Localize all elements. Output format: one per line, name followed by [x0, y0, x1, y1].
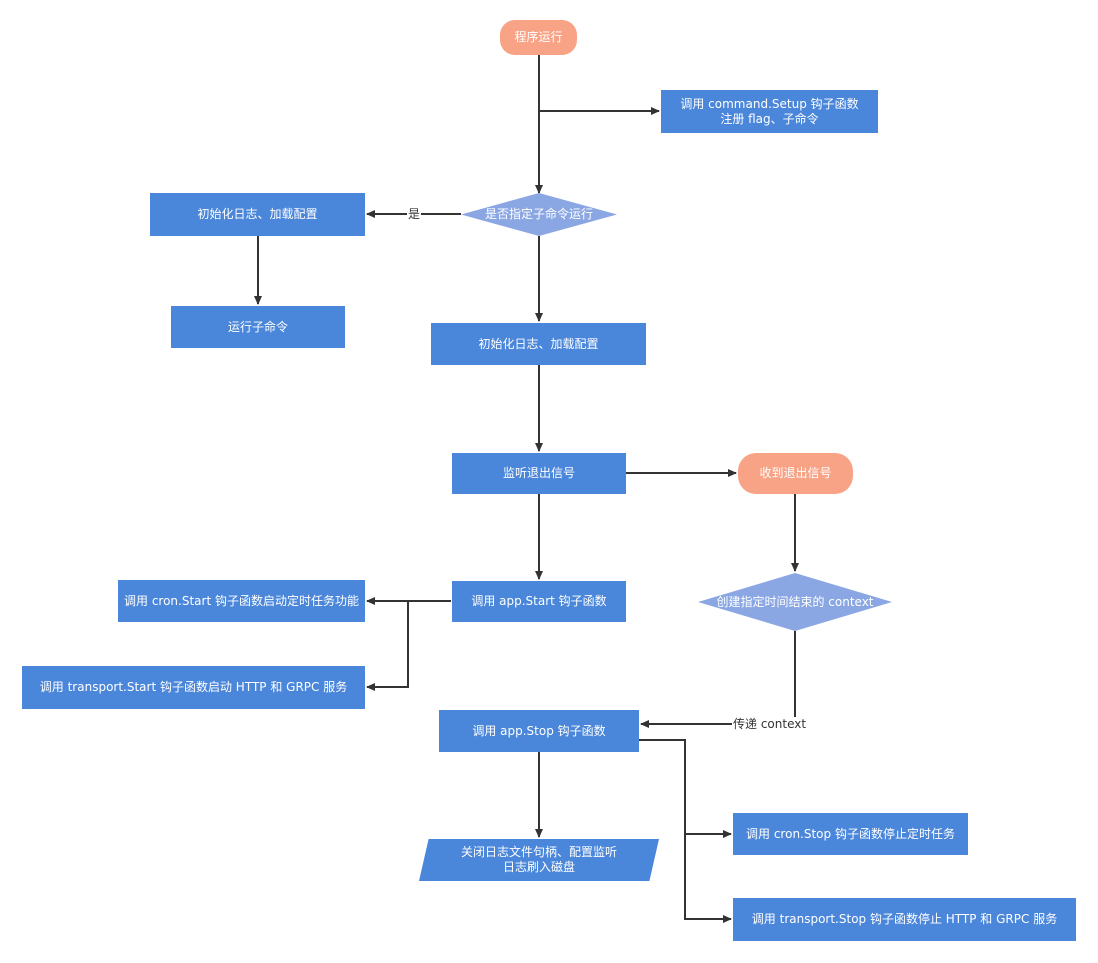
close-label-line1: 关闭日志文件句柄、配置监听 — [460, 845, 617, 859]
cron-stop-label: 调用 cron.Stop 钩子函数停止定时任务 — [746, 826, 955, 841]
run-sub-label: 运行子命令 — [227, 319, 288, 334]
pass-context-label: 传递 context — [732, 717, 808, 731]
timeout-context-label: 创建指定时间结束的 context — [716, 594, 874, 609]
edge-app-start-to-transport-start — [366, 601, 409, 691]
start-label: 程序运行 — [514, 30, 563, 44]
setup-label-line2: 注册 flag、子命令 — [720, 111, 819, 126]
decision-label: 是否指定子命令运行 — [484, 207, 593, 221]
app-stop-label: 调用 app.Stop 钩子函数 — [472, 723, 606, 738]
edge-timeout-to-app-stop — [640, 631, 796, 728]
setup-node: 调用 command.Setup 钩子函数 注册 flag、子命令 — [661, 90, 878, 133]
setup-label-line1: 调用 command.Setup 钩子函数 — [680, 96, 859, 111]
transport-start-node: 调用 transport.Start 钩子函数启动 HTTP 和 GRPC 服务 — [22, 666, 365, 709]
close-log-node: 关闭日志文件句柄、配置监听 日志刷入磁盘 — [419, 839, 659, 881]
received-label: 收到退出信号 — [759, 466, 832, 480]
received-signal-node: 收到退出信号 — [738, 453, 853, 494]
init-main-node: 初始化日志、加载配置 — [431, 323, 646, 365]
app-stop-node: 调用 app.Stop 钩子函数 — [439, 710, 639, 752]
run-subcommand-node: 运行子命令 — [171, 306, 345, 348]
app-start-label: 调用 app.Start 钩子函数 — [471, 594, 607, 608]
cron-stop-node: 调用 cron.Stop 钩子函数停止定时任务 — [733, 813, 968, 855]
init-sub-label: 初始化日志、加载配置 — [197, 207, 318, 221]
start-node: 程序运行 — [500, 20, 577, 55]
init-sub-node: 初始化日志、加载配置 — [150, 193, 365, 236]
cron-start-node: 调用 cron.Start 钩子函数启动定时任务功能 — [118, 580, 365, 622]
init-main-label: 初始化日志、加载配置 — [478, 336, 599, 351]
edge-app-stop-to-transport-stop — [684, 834, 732, 923]
cron-start-label: 调用 cron.Start 钩子函数启动定时任务功能 — [124, 593, 359, 608]
app-start-node: 调用 app.Start 钩子函数 — [452, 581, 626, 622]
transport-stop-label: 调用 transport.Stop 钩子函数停止 HTTP 和 GRPC 服务 — [751, 912, 1058, 926]
close-label-line2: 日志刷入磁盘 — [502, 860, 575, 874]
listen-label: 监听退出信号 — [502, 466, 575, 480]
transport-start-label: 调用 transport.Start 钩子函数启动 HTTP 和 GRPC 服务 — [39, 680, 348, 694]
yes-label: 是 — [407, 207, 422, 221]
edge-app-stop-to-cron-stop — [639, 739, 732, 838]
listen-signal-node: 监听退出信号 — [452, 453, 626, 494]
transport-stop-node: 调用 transport.Stop 钩子函数停止 HTTP 和 GRPC 服务 — [733, 898, 1076, 941]
